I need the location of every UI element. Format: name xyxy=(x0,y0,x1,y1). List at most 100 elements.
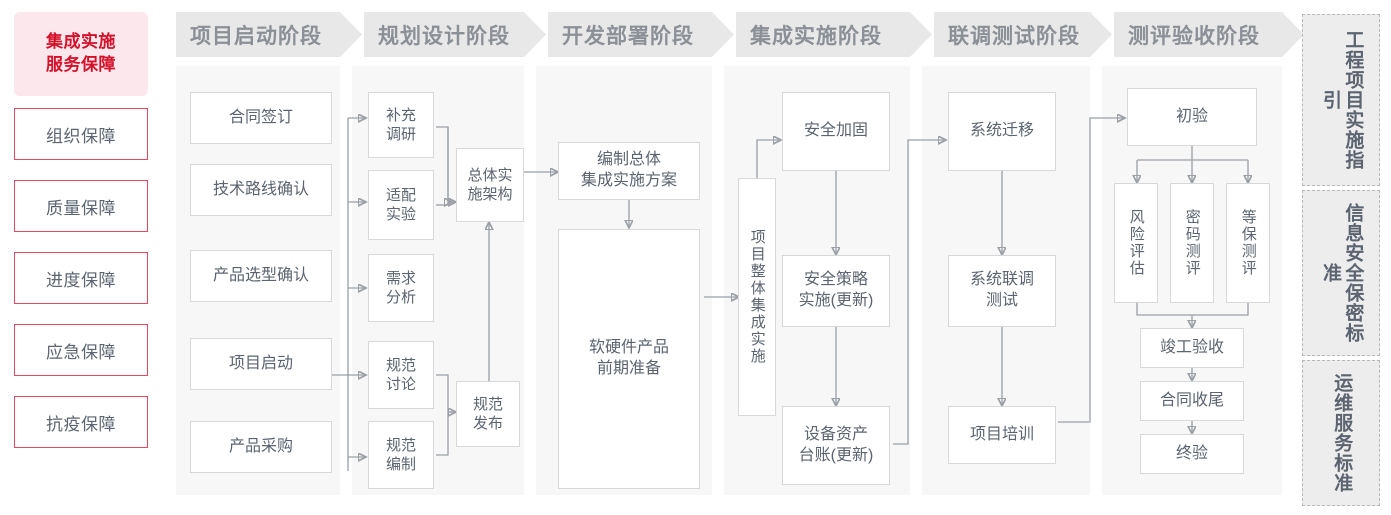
node-asset-ledger-update[interactable]: 设备资产台账(更新) xyxy=(782,406,890,485)
node-contract-signing[interactable]: 合同签订 xyxy=(190,92,332,144)
phase-title: 集成实施阶段 xyxy=(750,24,882,48)
phase-title: 联调测试阶段 xyxy=(948,24,1080,48)
node-label-line1: 需求 xyxy=(385,269,416,287)
node-risk-assessment[interactable]: 风险评估 xyxy=(1114,183,1158,303)
guarantee-label: 质量保障 xyxy=(46,198,116,218)
node-label: 合同签订 xyxy=(228,108,293,126)
standard-label: 信息安全保密标准 xyxy=(1320,203,1364,343)
node-label: 技术路线确认 xyxy=(212,180,309,198)
standard-label: 运维服务标准 xyxy=(1331,373,1353,493)
node-label-line2: 分析 xyxy=(385,289,416,306)
node-label-line1: 总体实 xyxy=(467,166,513,184)
phase-header-start: 项目启动阶段 xyxy=(176,12,340,57)
node-contract-closure[interactable]: 合同收尾 xyxy=(1140,381,1244,421)
node-label: 密码测评 xyxy=(1183,209,1201,277)
node-overall-project-integration[interactable]: 项目整体集成实施 xyxy=(738,178,776,416)
node-label: 产品选型确认 xyxy=(212,266,309,284)
node-label-line1: 规范 xyxy=(385,436,416,454)
node-label-line1: 系统联调 xyxy=(969,271,1034,289)
node-project-training[interactable]: 项目培训 xyxy=(948,406,1056,464)
node-label-line2: 台账(更新) xyxy=(798,446,874,464)
guarantee-item-quality[interactable]: 质量保障 xyxy=(14,180,148,232)
node-label-line1: 规范 xyxy=(472,395,503,413)
node-label-line1: 补充 xyxy=(385,106,416,124)
node-label-line2: 测试 xyxy=(985,292,1018,309)
node-adaptation-experiment[interactable]: 适配实验 xyxy=(368,170,434,240)
node-label: 竣工验收 xyxy=(1159,338,1224,356)
node-label-line2: 讨论 xyxy=(385,376,416,393)
node-label-line1: 适配 xyxy=(385,186,416,204)
guarantee-label: 抗疫保障 xyxy=(46,414,116,434)
node-label: 初验 xyxy=(1175,107,1208,125)
lead-card-line1: 集成实施 xyxy=(46,32,116,52)
node-label-line2: 调研 xyxy=(385,126,416,143)
standard-box-infosec[interactable]: 信息安全保密标准 xyxy=(1302,190,1380,356)
node-label-line1: 安全策略 xyxy=(803,271,868,289)
node-product-procurement[interactable]: 产品采购 xyxy=(190,421,332,473)
node-final-acceptance[interactable]: 终验 xyxy=(1140,434,1244,474)
node-security-hardening[interactable]: 安全加固 xyxy=(782,92,890,171)
chevron-icon-6 xyxy=(1282,12,1304,57)
guarantee-item-epidemic[interactable]: 抗疫保障 xyxy=(14,396,148,448)
node-label-line2: 施架构 xyxy=(467,186,513,203)
guarantee-item-schedule[interactable]: 进度保障 xyxy=(14,252,148,304)
chevron-icon-2 xyxy=(524,12,546,57)
node-classified-protection-evaluation[interactable]: 等保测评 xyxy=(1226,183,1270,303)
node-standard-release[interactable]: 规范发布 xyxy=(456,381,520,447)
node-standard-drafting[interactable]: 规范编制 xyxy=(368,421,434,489)
node-label: 产品采购 xyxy=(228,437,293,455)
chevron-icon-1 xyxy=(340,12,362,57)
node-label: 项目整体集成实施 xyxy=(748,229,766,365)
phase-header-accept: 测评验收阶段 xyxy=(1114,12,1282,57)
node-label: 项目培训 xyxy=(969,425,1034,443)
chevron-icon-3 xyxy=(712,12,734,57)
node-standard-discussion[interactable]: 规范讨论 xyxy=(368,341,434,409)
node-label-line2: 编制 xyxy=(385,456,416,473)
standard-label: 工程项目实施指引 xyxy=(1320,30,1364,170)
standard-box-engineering-guide[interactable]: 工程项目实施指引 xyxy=(1302,14,1380,186)
node-project-kickoff[interactable]: 项目启动 xyxy=(190,338,332,390)
node-product-selection[interactable]: 产品选型确认 xyxy=(190,250,332,302)
phase-title: 开发部署阶段 xyxy=(562,24,694,48)
node-label-line2: 集成实施方案 xyxy=(580,172,677,189)
node-preliminary-acceptance[interactable]: 初验 xyxy=(1127,88,1257,146)
node-label: 安全加固 xyxy=(803,122,868,140)
guarantee-label: 进度保障 xyxy=(46,270,116,290)
phase-header-test: 联调测试阶段 xyxy=(934,12,1090,57)
node-tech-route-confirm[interactable]: 技术路线确认 xyxy=(190,164,332,216)
node-supplementary-research[interactable]: 补充调研 xyxy=(368,92,434,158)
node-label: 终验 xyxy=(1175,444,1208,462)
node-label-line1: 设备资产 xyxy=(803,425,868,443)
node-label-line1: 软硬件产品 xyxy=(588,339,669,357)
node-system-joint-test[interactable]: 系统联调测试 xyxy=(948,255,1056,327)
node-label: 等保测评 xyxy=(1239,209,1257,277)
guarantee-item-emergency[interactable]: 应急保障 xyxy=(14,324,148,376)
lead-card-line2: 服务保障 xyxy=(46,55,116,74)
node-label-line2: 前期准备 xyxy=(596,360,661,377)
node-overall-impl-architecture[interactable]: 总体实施架构 xyxy=(456,148,524,222)
node-label: 合同收尾 xyxy=(1159,391,1224,409)
node-system-migration[interactable]: 系统迁移 xyxy=(948,92,1056,171)
phase-header-integrate: 集成实施阶段 xyxy=(736,12,910,57)
phase-header-dev: 开发部署阶段 xyxy=(548,12,712,57)
node-requirement-analysis[interactable]: 需求分析 xyxy=(368,254,434,322)
node-hw-sw-preparation[interactable]: 软硬件产品前期准备 xyxy=(558,229,700,489)
phase-title: 规划设计阶段 xyxy=(378,24,510,48)
node-label-line2: 发布 xyxy=(472,415,503,432)
node-label: 风险评估 xyxy=(1127,209,1145,277)
node-label: 项目启动 xyxy=(228,354,293,372)
node-label-line2: 实验 xyxy=(385,206,416,223)
chevron-icon-5 xyxy=(1090,12,1112,57)
guarantee-label: 应急保障 xyxy=(46,342,116,362)
standard-box-ops-service[interactable]: 运维服务标准 xyxy=(1302,360,1380,506)
node-completion-acceptance[interactable]: 竣工验收 xyxy=(1140,328,1244,368)
node-overall-integration-plan[interactable]: 编制总体集成实施方案 xyxy=(558,142,700,200)
node-label-line2: 实施(更新) xyxy=(798,292,874,309)
node-crypto-evaluation[interactable]: 密码测评 xyxy=(1170,183,1214,303)
node-label: 系统迁移 xyxy=(969,122,1034,140)
phase-header-plan: 规划设计阶段 xyxy=(364,12,524,57)
phase-title: 测评验收阶段 xyxy=(1128,24,1260,48)
node-security-policy-impl[interactable]: 安全策略实施(更新) xyxy=(782,255,890,327)
guarantee-item-organization[interactable]: 组织保障 xyxy=(14,108,148,160)
